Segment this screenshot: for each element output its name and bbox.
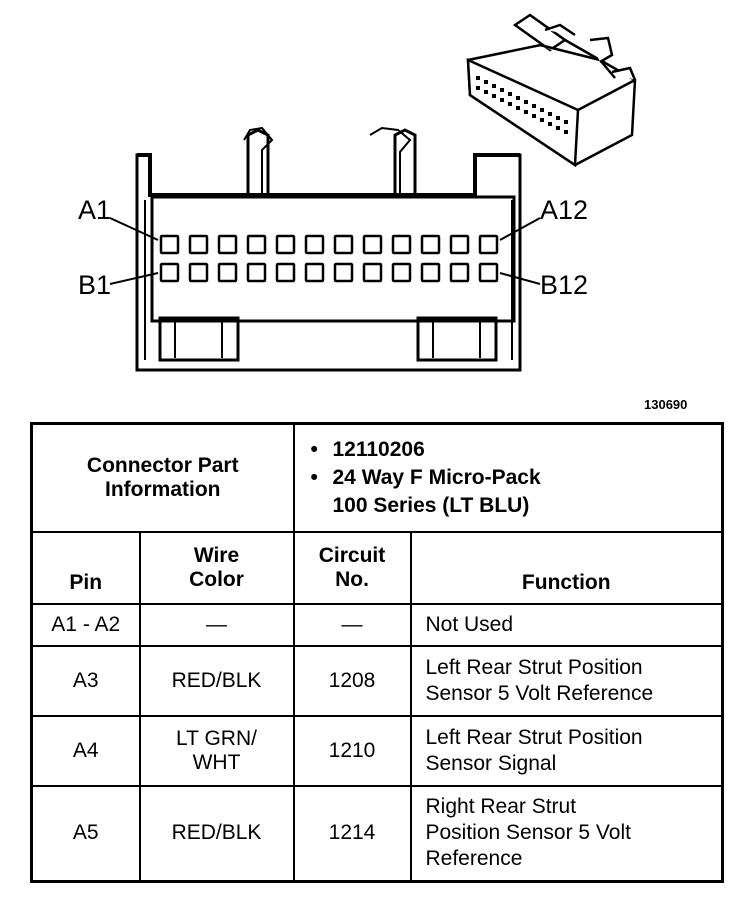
column-header-circuit: Circuit No. <box>292 530 412 605</box>
function-cell: Left Rear Strut Position Sensor Signal <box>409 714 724 787</box>
wire-color-cell: RED/BLK <box>138 644 295 717</box>
column-header-function: Function <box>409 530 724 605</box>
pin-label-b1: B1 <box>78 270 112 300</box>
connector-info-label: Connector Part Information <box>30 422 295 533</box>
pin-row-a <box>159 234 499 255</box>
table-row: A3 RED/BLK 1208 Left Rear Strut Position… <box>30 644 724 717</box>
right-latch <box>393 128 417 193</box>
connector-3d-pins <box>476 76 568 134</box>
column-header-pin: Pin <box>30 530 141 605</box>
wire-color-cell: RED/BLK <box>138 784 295 883</box>
function-cell: Left Rear Strut Position Sensor 5 Volt R… <box>409 644 724 717</box>
pin-cell: A4 <box>30 714 141 787</box>
connector-table: Connector Part Information •12110206 •24… <box>30 422 725 883</box>
connector-cavity <box>150 195 516 323</box>
right-key <box>416 316 498 362</box>
left-latch <box>246 128 270 193</box>
connector-description: •24 Way F Micro-Pack <box>310 465 541 489</box>
wire-color-cell: LT GRN/ WHT <box>138 714 295 787</box>
function-cell: Not Used <box>409 602 724 647</box>
connector-housing <box>135 153 522 372</box>
circuit-cell: 1208 <box>292 644 412 717</box>
connector-info-label-line2: Information <box>105 477 221 501</box>
connector-3d-view <box>466 13 637 168</box>
table-row: A1 - A2 — — Not Used <box>30 602 724 647</box>
circuit-cell: 1210 <box>292 714 412 787</box>
pin-cell: A5 <box>30 784 141 883</box>
pin-cell: A1 - A2 <box>30 602 141 647</box>
pin-row-b <box>159 262 499 283</box>
pin-label-a1: A1 <box>78 195 112 225</box>
column-header-row: Pin Wire Color Circuit No. Function <box>30 530 724 605</box>
table-row: A4 LT GRN/ WHT 1210 Left Rear Strut Posi… <box>30 714 724 787</box>
circuit-cell: 1214 <box>292 784 412 883</box>
pin-leader-lines <box>109 217 541 285</box>
connector-series: 100 Series (LT BLU) <box>332 493 530 517</box>
function-cell: Right Rear Strut Position Sensor 5 Volt … <box>409 784 724 883</box>
connector-info-values: •12110206 •24 Way F Micro-Pack 100 Serie… <box>292 422 724 533</box>
figure-number: 130690 <box>644 397 688 412</box>
connector-part-number: •12110206 <box>310 437 425 461</box>
pin-cell: A3 <box>30 644 141 717</box>
connector-info-row: Connector Part Information •12110206 •24… <box>30 422 724 533</box>
wire-color-cell: — <box>138 602 295 647</box>
circuit-cell: — <box>292 602 412 647</box>
connector-diagram <box>109 13 637 372</box>
pin-label-a12: A12 <box>540 195 589 225</box>
left-key <box>158 316 240 362</box>
table-row: A5 RED/BLK 1214 Right Rear Strut Positio… <box>30 784 724 883</box>
connector-info-label-line1: Connector Part <box>86 453 239 477</box>
pin-label-b12: B12 <box>540 270 589 300</box>
column-header-wire-color: Wire Color <box>138 530 295 605</box>
